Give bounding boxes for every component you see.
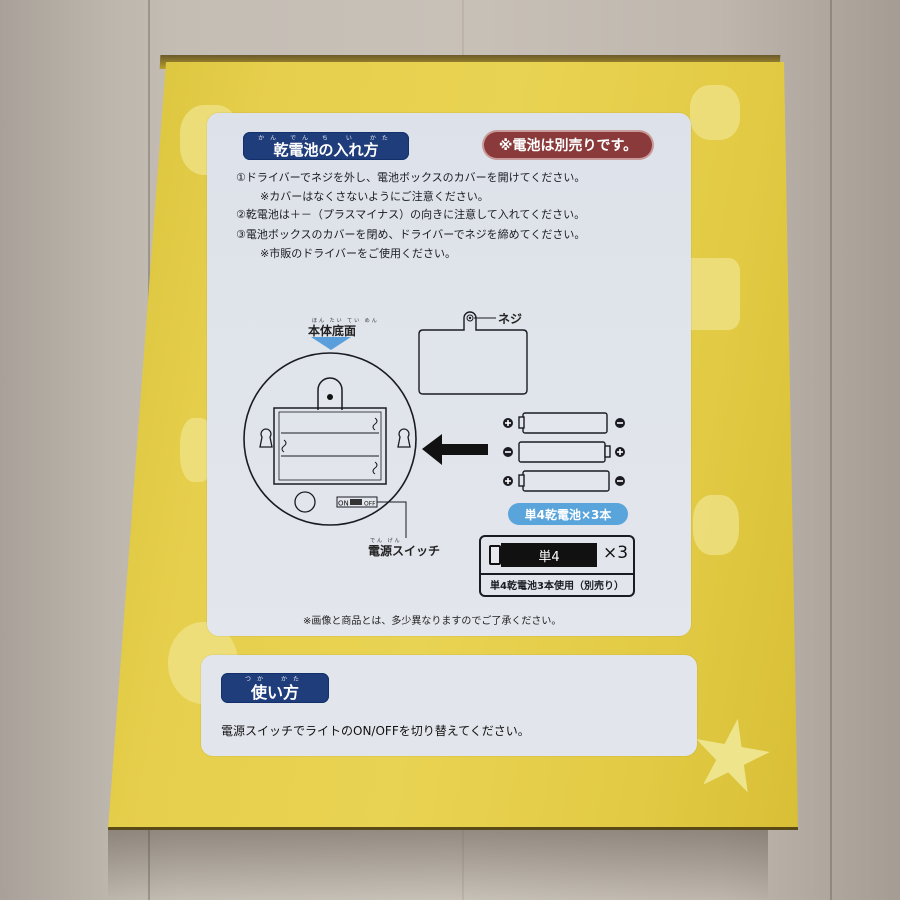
usage-instruction: 電源スイッチでライトのON/OFFを切り替えてください。 — [221, 724, 530, 738]
notice-text: ※電池は別売りです。 — [498, 138, 638, 154]
title-ruby: かん でん ち い かた — [258, 135, 394, 142]
usage-panel — [201, 655, 697, 756]
decor-blob — [690, 85, 740, 140]
usage-title: つか かた 使い方 — [221, 673, 329, 703]
battery-type-label: 単4 — [501, 543, 597, 567]
battery-icon — [489, 545, 501, 565]
bottom-label-ruby: ほん たい てい めん — [312, 318, 379, 324]
usage-title-ruby: つか かた — [244, 676, 305, 683]
step-3: ③電池ボックスのカバーを閉め、ドライバーでネジを締めてください。 — [236, 228, 586, 241]
floor-plank-seam — [830, 0, 832, 900]
battery-count-pill: 単4乾電池×3本 — [508, 503, 628, 525]
step-1-note: ※カバーはなくさないようにご注意ください。 — [260, 190, 489, 203]
svg-text:ON: ON — [338, 500, 349, 508]
battery-count-text: 単4乾電池×3本 — [524, 507, 612, 522]
usage-title-text: 使い方 — [250, 683, 299, 702]
power-switch-label: 電源スイッチ — [368, 544, 441, 558]
step-3-note: ※市販のドライバーをご使用ください。 — [260, 247, 456, 260]
battery-quantity: ×3 — [603, 543, 629, 563]
decor-blob — [693, 495, 739, 555]
down-arrow-icon — [311, 337, 351, 350]
batteries-sold-separately-badge: ※電池は別売りです。 — [484, 132, 652, 158]
svg-text:OFF: OFF — [364, 501, 376, 508]
power-switch-ruby: でん げん — [370, 538, 402, 544]
battery-usage-note: 単4乾電池3本使用（別売り） — [490, 581, 624, 592]
battery-install-title: かん でん ち い かた 乾電池の入れ方 — [243, 132, 409, 160]
box-shadow — [108, 828, 768, 900]
step-2: ②乾電池は＋－（プラスマイナス）の向きに注意して入れてください。 — [236, 208, 586, 221]
battery-spec-box: 単4 ×3 単4乾電池3本使用（別売り） — [479, 535, 635, 597]
image-disclaimer: ※画像と商品とは、多少異なりますのでご了承ください。 — [303, 616, 562, 627]
title-text: 乾電池の入れ方 — [273, 140, 379, 159]
screw-label: ネジ — [498, 312, 523, 326]
divider — [481, 573, 633, 575]
battery-instructions-panel — [207, 113, 691, 636]
bottom-view-label: 本体底面 — [308, 324, 357, 338]
step-1: ①ドライバーでネジを外し、電池ボックスのカバーを開けてください。 — [236, 171, 586, 184]
